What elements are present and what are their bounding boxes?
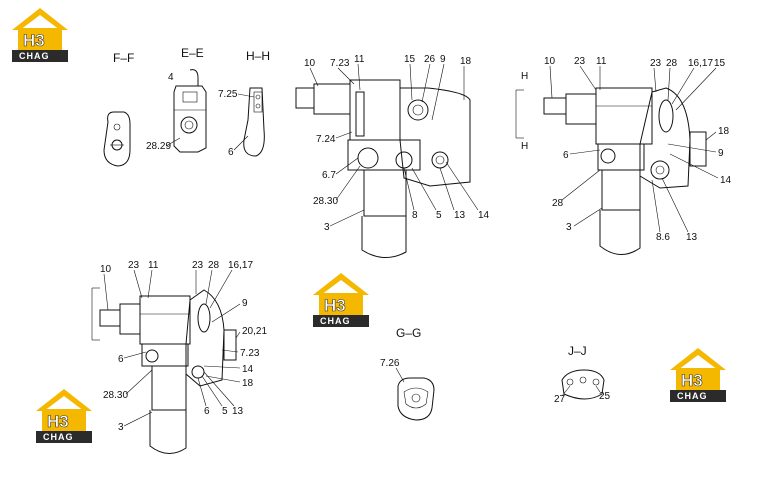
section-ee: E–E 4 28.29	[146, 46, 207, 153]
view-marker-h-upper: H	[521, 71, 528, 82]
callout-v3-10: 10	[100, 264, 112, 275]
logo-letters: H3	[681, 371, 703, 390]
logo-word: CHAG	[19, 51, 50, 61]
callout-v2-18: 18	[718, 126, 730, 137]
callout-v1-11: 11	[354, 54, 365, 65]
callout-v2-23a: 23	[574, 56, 586, 67]
callout-v3-20-21: 20,21	[242, 326, 267, 337]
callout-hh-6: 6	[228, 147, 234, 158]
callout-v3-23a: 23	[128, 260, 140, 271]
brand-logo-mid: H3 CHAG	[313, 273, 369, 327]
callout-v2-10: 10	[544, 56, 556, 67]
section-ff-title: F–F	[113, 51, 134, 65]
section-jj: J–J 27 25	[554, 344, 611, 405]
view-marker-h-lower: H	[521, 141, 528, 152]
callout-v1-28-30: 28.30	[313, 196, 338, 207]
callout-v1-7-24: 7.24	[316, 134, 336, 145]
callout-v3-3: 3	[118, 422, 124, 433]
callout-ee-28-29: 28.29	[146, 141, 171, 152]
logo-word: CHAG	[677, 391, 708, 401]
callout-v3-23b: 23	[192, 260, 204, 271]
callout-v2-3: 3	[566, 222, 572, 233]
section-hh-title: H–H	[246, 49, 270, 63]
callout-v1-13: 13	[454, 210, 466, 221]
callout-v3-28: 28	[208, 260, 220, 271]
callout-ee-4: 4	[168, 72, 174, 83]
callout-v3-6: 6	[118, 354, 124, 365]
callout-v2-23b: 23	[650, 58, 662, 69]
callout-v3-28-30: 28.30	[103, 390, 128, 401]
callout-v3-5: 5	[222, 406, 228, 417]
logo-letters: H3	[324, 296, 346, 315]
callout-v1-10: 10	[304, 58, 316, 69]
callout-jj-25: 25	[599, 391, 611, 402]
callout-v2-13: 13	[686, 232, 698, 243]
callout-v3-13: 13	[232, 406, 244, 417]
callout-v1-14: 14	[478, 210, 490, 221]
logo-letters: H3	[47, 412, 69, 431]
callout-jj-27: 27	[554, 394, 566, 405]
callout-v1-3: 3	[324, 222, 330, 233]
callout-v2-14: 14	[720, 175, 732, 186]
section-hh: H–H 7.25 6	[218, 49, 270, 158]
brand-logo-bottom-left: H3 CHAG	[36, 389, 92, 443]
callout-v3-16-17: 16,17	[228, 260, 253, 271]
callout-v1-8: 8	[412, 210, 418, 221]
logo-word: CHAG	[43, 432, 74, 442]
assembly-view-2: H H 10 23 11 23 28 16,17 15 18 9	[515, 56, 732, 255]
callout-v1-9: 9	[440, 54, 446, 65]
callout-v2-16-17: 16,17	[688, 58, 713, 69]
callout-v2-8-6: 8.6	[656, 232, 670, 243]
assembly-view-1: 10 7.23 11 15 26 9 18 7.24 6.7 28.30 3 8…	[295, 54, 490, 258]
callout-gg-7-26: 7.26	[380, 358, 400, 369]
callout-ee-7-25: 7.25	[218, 89, 238, 100]
callout-v2-28: 28	[666, 58, 678, 69]
callout-v1-26: 26	[424, 54, 436, 65]
logo-word: CHAG	[320, 316, 351, 326]
callout-v2-9: 9	[718, 148, 724, 159]
callout-v2-11: 11	[596, 56, 607, 67]
callout-v3-6b: 6	[204, 406, 210, 417]
callout-v2-15: 15	[714, 58, 726, 69]
section-gg-title: G–G	[396, 326, 421, 340]
callout-v3-7-23: 7.23	[240, 348, 260, 359]
callout-v1-5: 5	[436, 210, 442, 221]
brand-logo-right: H3 CHAG	[670, 348, 726, 402]
callout-v3-14: 14	[242, 364, 254, 375]
callout-v1-15: 15	[404, 54, 416, 65]
brand-logo-top-left: H3 CHAG	[12, 8, 68, 62]
callout-v1-7-23: 7.23	[330, 58, 350, 69]
assembly-view-3: 10 23 11 23 28 16,17 9 20,21 7.23 6 14 1…	[91, 260, 267, 454]
callout-v2-6: 6	[563, 150, 569, 161]
callout-v2-28b: 28	[552, 198, 564, 209]
section-gg: G–G 7.26	[380, 326, 435, 421]
logo-letters: H3	[23, 31, 45, 50]
callout-v3-18: 18	[242, 378, 254, 389]
callout-v3-9: 9	[242, 298, 248, 309]
callout-v3-11: 11	[148, 260, 159, 271]
section-ff: F–F	[103, 51, 134, 167]
callout-v1-6-7: 6.7	[322, 170, 336, 181]
callout-v1-18: 18	[460, 56, 472, 67]
section-ee-title: E–E	[181, 46, 204, 60]
section-jj-title: J–J	[568, 344, 587, 358]
